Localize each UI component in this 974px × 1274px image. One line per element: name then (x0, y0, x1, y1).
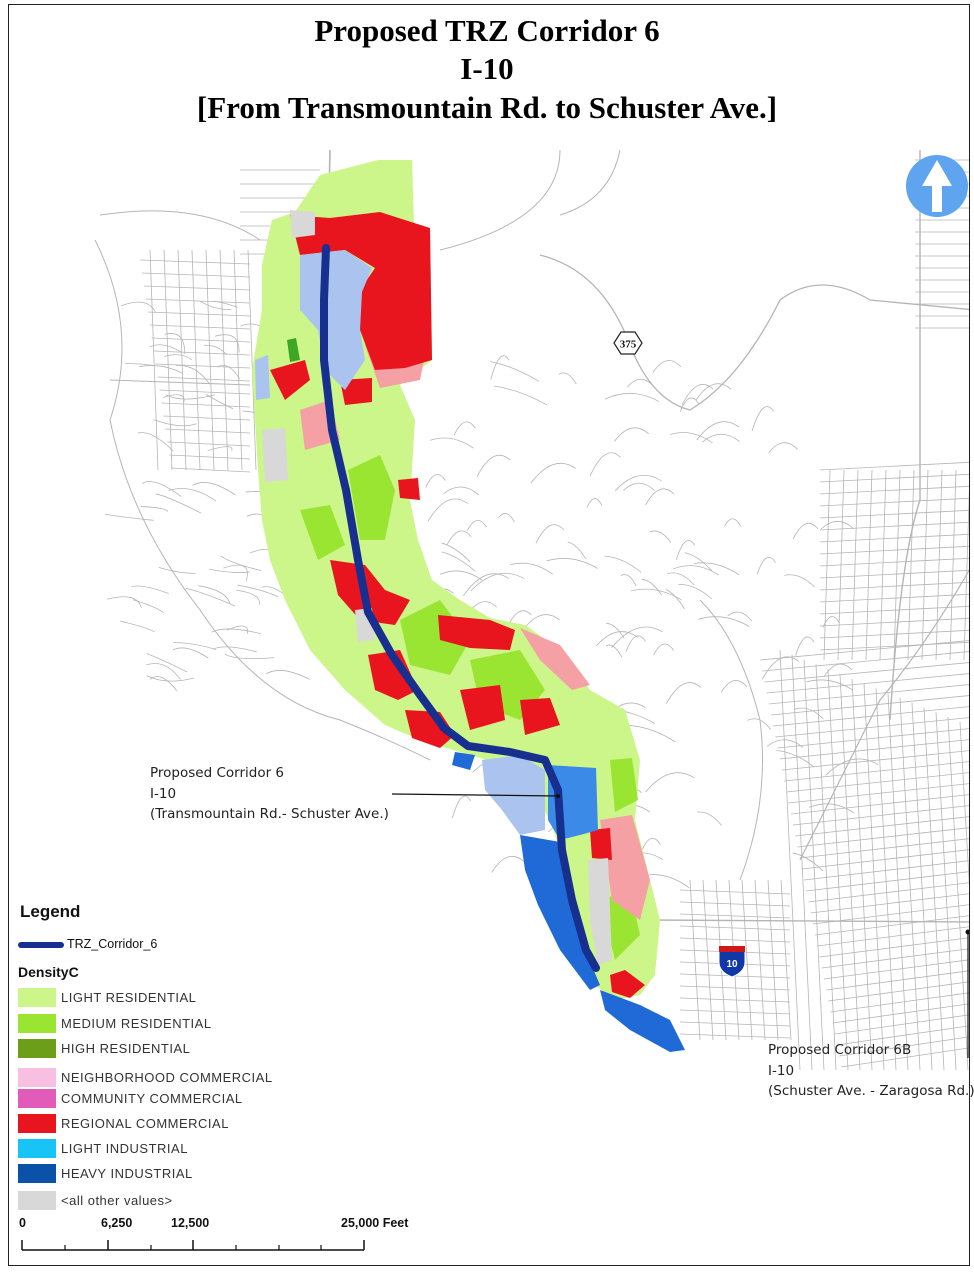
legend-label: <all other values> (61, 1193, 173, 1208)
pale-blue-zone (300, 250, 372, 390)
interstate-10-shield: 10 (718, 946, 746, 978)
callout-leader-line (391, 793, 559, 797)
callout-line: Proposed Corridor 6B (768, 1042, 912, 1058)
legend-item: LIGHT INDUSTRIAL (18, 1139, 318, 1159)
legend-swatch (18, 1068, 56, 1087)
legend-item: <all other values> (18, 1191, 318, 1211)
other-values-zone (588, 858, 612, 965)
scale-label: 0 (19, 1216, 26, 1230)
regional-commercial-zone (438, 615, 515, 650)
land-use-zones (252, 160, 685, 1052)
legend-label: REGIONAL COMMERCIAL (61, 1116, 229, 1131)
medium-residential-zone (610, 758, 638, 812)
regional-commercial-zone (368, 650, 418, 700)
corridor-line-swatch (18, 942, 64, 948)
legend-item: REGIONAL COMMERCIAL (18, 1114, 318, 1134)
scale-label: 12,500 (171, 1216, 210, 1230)
legend-label: COMMUNITY COMMERCIAL (61, 1091, 243, 1106)
legend-item: MEDIUM RESIDENTIAL (18, 1014, 318, 1034)
heavy-industrial-zone (600, 990, 685, 1052)
neighborhood-commercial-zone (600, 815, 650, 920)
legend-label: MEDIUM RESIDENTIAL (61, 1016, 212, 1031)
regional-commercial-zone (520, 698, 560, 735)
north-arrow-icon (906, 155, 968, 217)
legend-label: NEIGHBORHOOD COMMERCIAL (61, 1070, 273, 1085)
heavy-industrial-zone (520, 835, 600, 990)
callout-line: Proposed Corridor 6 (150, 765, 285, 781)
scale-label: 6,250 (101, 1216, 133, 1230)
high-residential-zone (287, 338, 300, 362)
legend-label: HIGH RESIDENTIAL (61, 1041, 191, 1056)
legend-swatch (18, 1039, 56, 1058)
legend-swatch (18, 1139, 56, 1158)
map-title-line-3: [From Transmountain Rd. to Schuster Ave.… (196, 90, 778, 125)
legend-item: HIGH RESIDENTIAL (18, 1039, 318, 1059)
legend-item: HEAVY INDUSTRIAL (18, 1164, 318, 1184)
scale-bar-graphic (21, 1240, 365, 1251)
regional-commercial-zone (590, 828, 612, 860)
heavy-industrial-zone (452, 752, 475, 770)
callout-line: I-10 (150, 785, 177, 802)
legend-label: LIGHT INDUSTRIAL (61, 1141, 188, 1156)
legend-corridor-label: TRZ_Corridor_6 (67, 937, 158, 951)
other-values-zone (290, 210, 315, 238)
corridor-endpoint (323, 245, 329, 251)
medium-residential-zone (348, 455, 395, 540)
regional-commercial-zone (398, 478, 420, 500)
medium-residential-zone (300, 505, 345, 560)
regional-commercial-zone (330, 560, 410, 625)
land-use-map[interactable]: 375 10 (0, 140, 974, 1266)
legend-corridor-item: TRZ_Corridor_6 (17, 935, 317, 955)
other-values-zone (262, 428, 288, 482)
map-title-line-1: Proposed TRZ Corridor 6 (314, 13, 660, 48)
regional-commercial-zone (270, 360, 310, 400)
trz-corridor-6-line (320, 244, 600, 972)
legend-item: COMMUNITY COMMERCIAL (18, 1089, 318, 1109)
legend-item: NEIGHBORHOOD COMMERCIAL (18, 1068, 318, 1088)
interstate-number: 10 (726, 959, 738, 970)
legend-swatch (18, 1191, 56, 1210)
legend-label: LIGHT RESIDENTIAL (61, 990, 197, 1005)
state-highway-number: 375 (620, 339, 637, 351)
scale-label: 25,000 Feet (341, 1216, 409, 1230)
legend-label: HEAVY INDUSTRIAL (61, 1166, 193, 1181)
regional-commercial-zone (610, 970, 645, 998)
callout-line: (Schuster Ave. - Zaragosa Rd.) (768, 1083, 974, 1099)
callout-line: I-10 (768, 1062, 795, 1079)
legend-title: Legend (20, 902, 81, 921)
pale-blue-zone (255, 355, 270, 400)
callout-6b-leader-dot (965, 929, 969, 935)
legend-swatch (18, 1014, 56, 1033)
map-title-line-2: I-10 (460, 51, 514, 86)
legend-swatch (18, 1089, 56, 1108)
state-highway-375-shield: 375 (613, 331, 643, 355)
neighborhood-commercial-zone (520, 628, 590, 690)
regional-commercial-zone (460, 685, 505, 730)
legend-swatch (18, 1164, 56, 1183)
street-network (94, 149, 969, 1071)
callout-leader-dot (556, 794, 560, 798)
legend-item: LIGHT RESIDENTIAL (18, 988, 318, 1008)
scale-bar: 0 6,250 12,500 25,000 Feet (19, 1216, 429, 1256)
callout-corridor-6: Proposed Corridor 6 I-10 (Transmountain … (150, 763, 389, 825)
callout-line: (Transmountain Rd.- Schuster Ave.) (150, 806, 389, 822)
density-class-title: DensityC (18, 964, 79, 980)
callout-corridor-6b: Proposed Corridor 6B I-10 (Schuster Ave.… (768, 1040, 974, 1102)
legend-swatch (18, 988, 56, 1007)
legend-swatch (18, 1114, 56, 1133)
